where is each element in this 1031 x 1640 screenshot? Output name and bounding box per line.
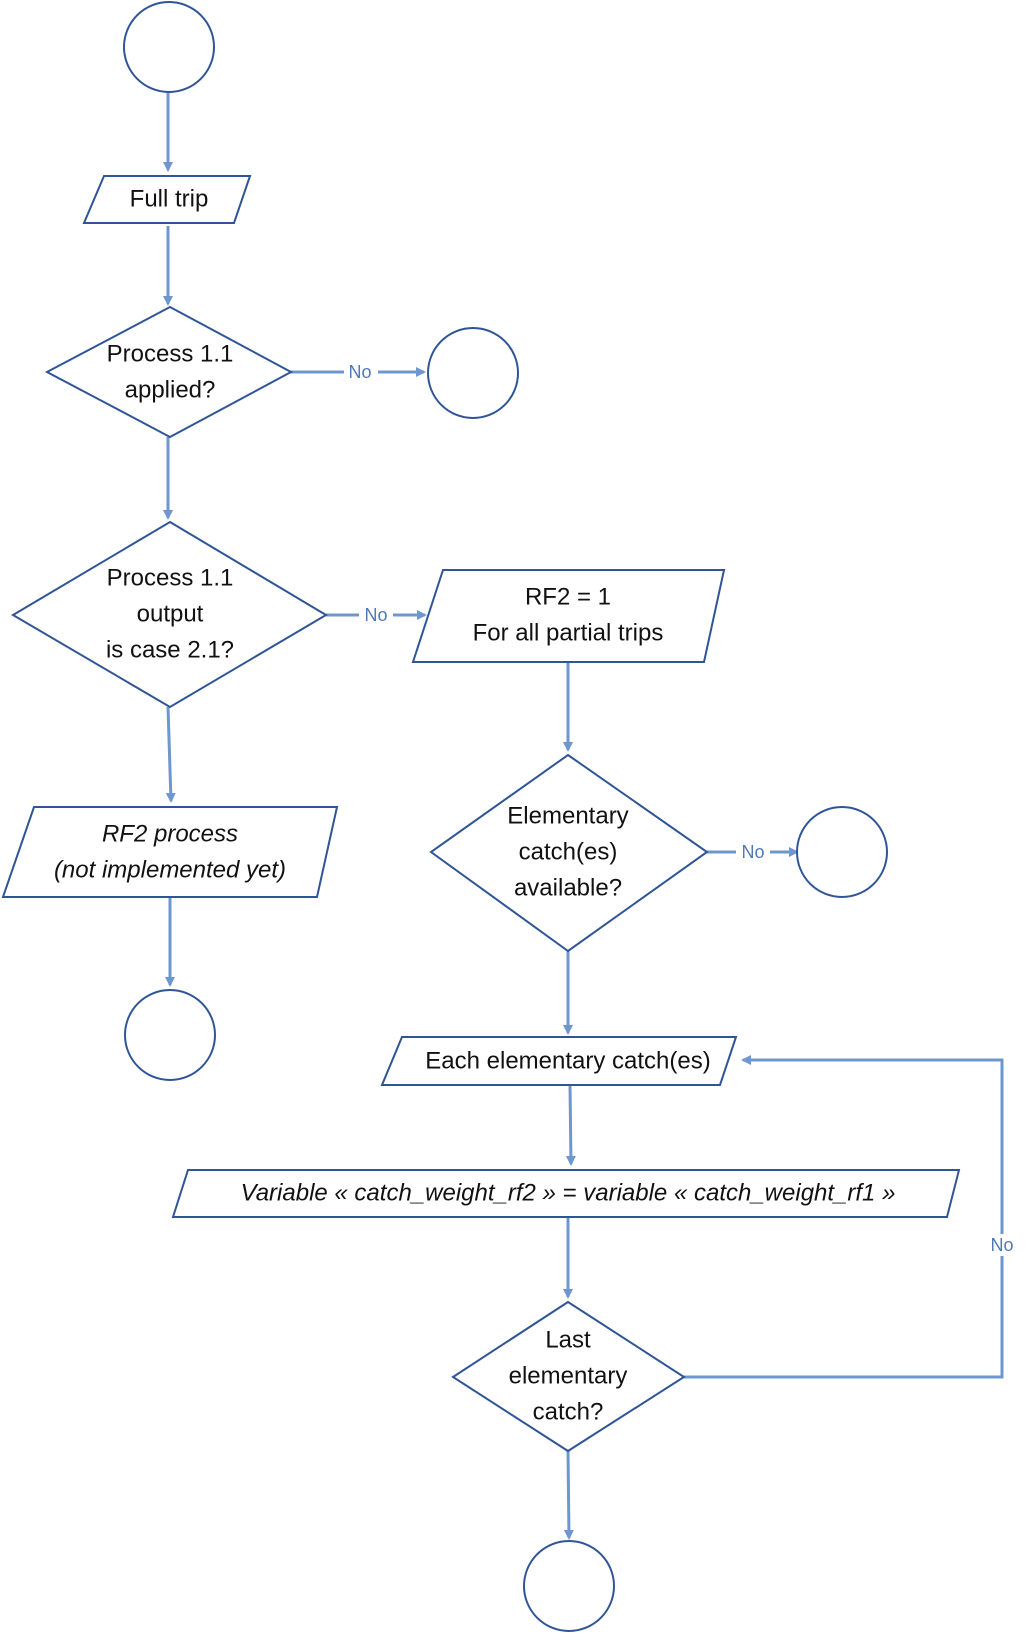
start-terminal	[123, 1, 215, 93]
rf2-set-line-1: RF2 = 1	[525, 583, 611, 610]
node-variable-assign: Variable « catch_weight_rf2 » = variable…	[171, 1169, 961, 1218]
node-last-catch-decision: Last elementary catch?	[451, 1300, 686, 1453]
edge-last-catch-loop-no	[684, 1055, 1004, 1379]
edge-case-check-to-rf2-process	[165, 706, 176, 803]
rf2-process-line-2: (not implemented yet)	[54, 856, 286, 883]
node-rf2-set: RF2 = 1 For all partial trips	[411, 569, 726, 663]
edge-label-no-available: No	[741, 842, 764, 862]
last-catch-line-3: catch?	[533, 1398, 604, 1425]
case-check-line-1: Process 1.1	[107, 564, 234, 591]
process-applied-line-2: applied?	[125, 376, 216, 403]
node-process-applied-decision: Process 1.1 applied?	[44, 305, 294, 439]
node-full-trip: Full trip	[82, 175, 252, 224]
node-case-check-decision: Process 1.1 output is case 2.1?	[11, 520, 328, 709]
variable-assign-label: Variable « catch_weight_rf2 » = variable…	[241, 1179, 896, 1206]
process-applied-line-1: Process 1.1	[107, 340, 234, 367]
last-catch-line-2: elementary	[509, 1362, 628, 1389]
elementary-available-line-3: available?	[514, 874, 622, 901]
elementary-available-line-2: catch(es)	[519, 838, 618, 865]
edge-label-no-case: No	[364, 605, 387, 625]
edge-last-catch-to-end	[563, 1450, 574, 1540]
end-terminal-final	[523, 1540, 615, 1632]
node-elementary-available-decision: Elementary catch(es) available?	[429, 753, 709, 953]
last-catch-line-1: Last	[545, 1326, 591, 1353]
each-catch-label: Each elementary catch(es)	[425, 1047, 710, 1074]
end-terminal-rf2-process	[124, 989, 216, 1081]
edge-label-no-last: No	[990, 1235, 1013, 1255]
edge-each-catch-to-variable	[565, 1084, 576, 1166]
edge-label-no-applied: No	[348, 362, 371, 382]
case-check-line-3: is case 2.1?	[106, 636, 234, 663]
rf2-set-line-2: For all partial trips	[473, 619, 664, 646]
end-terminal-not-applied	[427, 327, 519, 419]
case-check-line-2: output	[137, 600, 204, 627]
end-terminal-no-catches	[796, 806, 888, 898]
node-each-catch: Each elementary catch(es)	[380, 1036, 738, 1086]
full-trip-label: Full trip	[130, 185, 209, 212]
node-rf2-process: RF2 process (not implemented yet)	[1, 806, 339, 898]
elementary-available-line-1: Elementary	[507, 802, 628, 829]
rf2-process-line-1: RF2 process	[102, 820, 238, 847]
